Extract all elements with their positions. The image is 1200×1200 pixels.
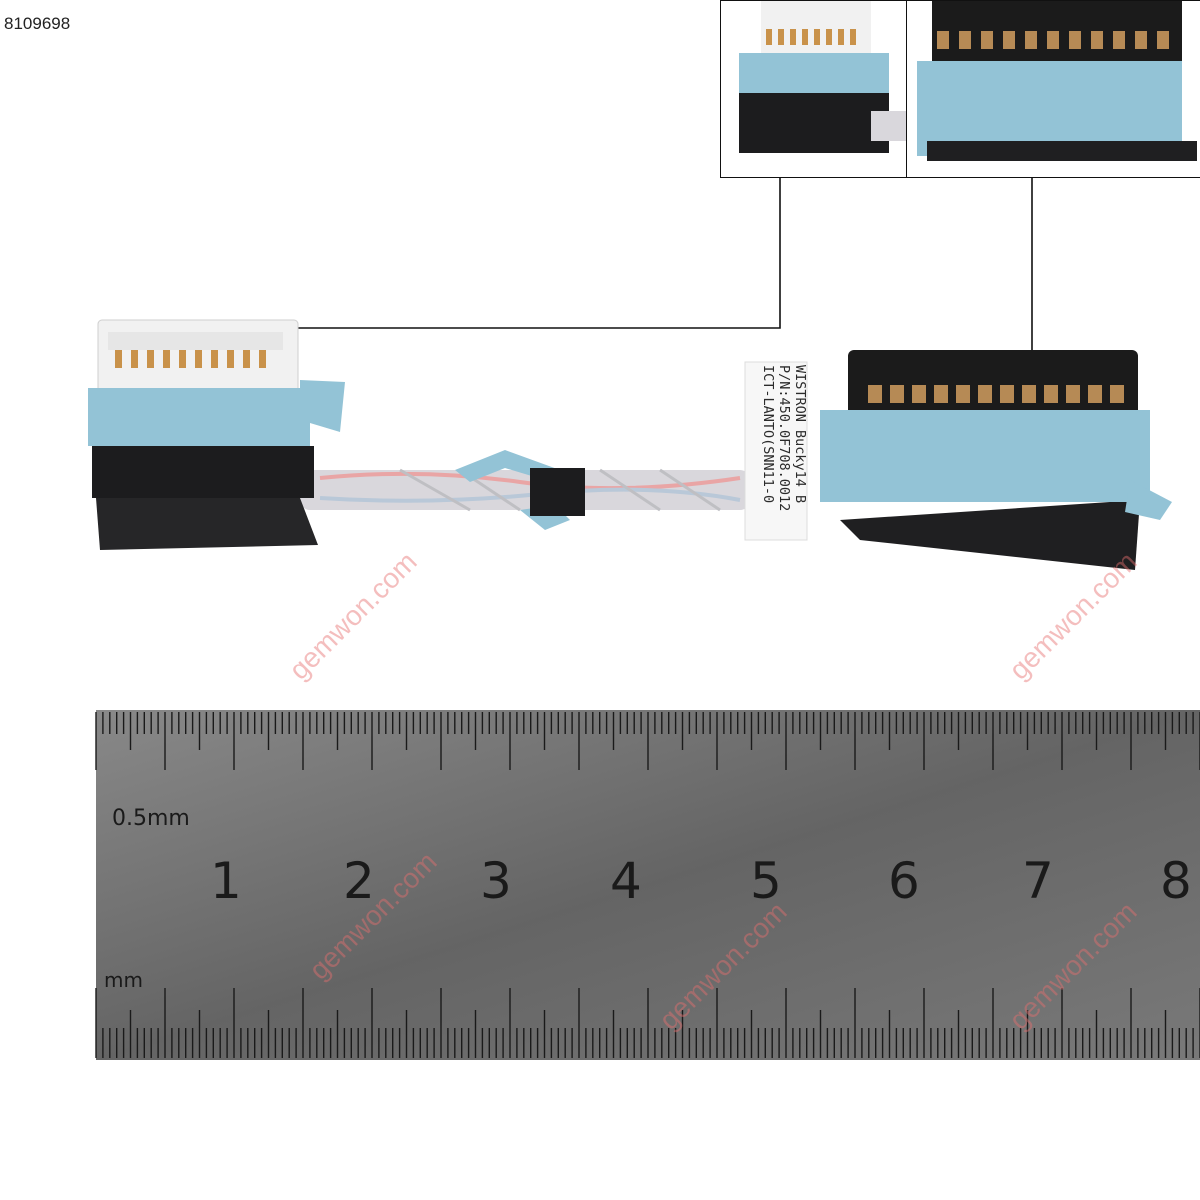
product-id-text: 8109698 bbox=[4, 14, 71, 33]
ruler-number-3: 3 bbox=[480, 852, 512, 910]
ruler-number-4: 4 bbox=[610, 852, 642, 910]
inset-left-connector bbox=[720, 0, 908, 178]
cable-label-sticker bbox=[744, 361, 808, 541]
cable-label-text-block: WISTRON Bucky14 B P/N:450.0F708.0012 ICT… bbox=[760, 365, 808, 545]
cable-label-line-1: WISTRON Bucky14 B bbox=[792, 365, 808, 504]
ruler-number-2: 2 bbox=[343, 852, 375, 910]
cable-label-line-2: P/N:450.0F708.0012 bbox=[776, 365, 792, 512]
left-connector bbox=[88, 319, 345, 550]
cable-label-line-3: ICT-LANTO(SNN11-0 bbox=[760, 365, 776, 504]
ruler-number-1: 1 bbox=[210, 852, 242, 910]
ribbon-cable bbox=[300, 450, 750, 530]
metal-ruler bbox=[95, 710, 1200, 1060]
callout-line-left bbox=[200, 8, 781, 329]
ruler-number-8: 8 bbox=[1160, 852, 1192, 910]
right-connector bbox=[820, 350, 1172, 570]
inset-right-connector bbox=[906, 0, 1200, 178]
ruler-number-6: 6 bbox=[888, 852, 920, 910]
ruler-number-7: 7 bbox=[1022, 852, 1054, 910]
ruler-unit-top: 0.5mm bbox=[112, 806, 190, 831]
ruler-unit-bottom: mm bbox=[104, 968, 143, 992]
ruler-number-5: 5 bbox=[750, 852, 782, 910]
